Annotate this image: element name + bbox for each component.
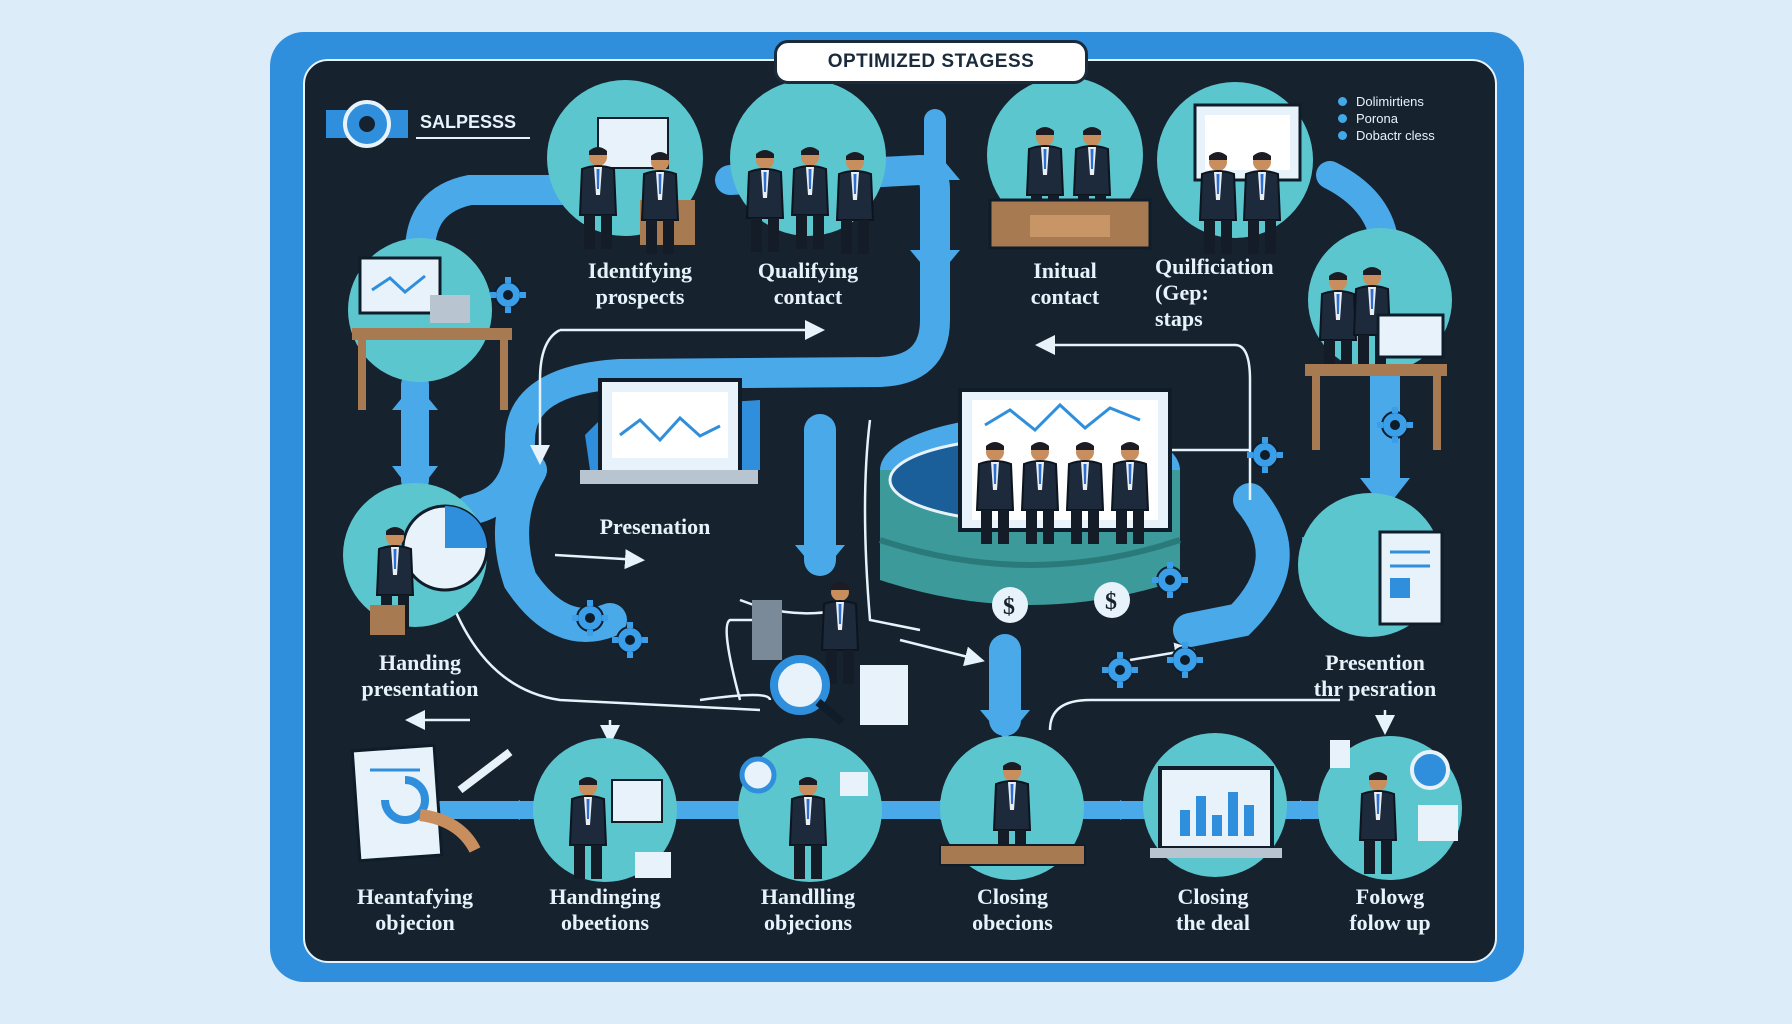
node-label-closing-obecions: Closing obecions	[972, 884, 1053, 935]
stage-circle-qualifying	[730, 80, 886, 255]
svg-text:$: $	[1105, 589, 1117, 615]
legend-bullet-icon	[1338, 97, 1347, 106]
legend-bullet-icon	[1338, 131, 1347, 140]
stage-circle-closing-obecions	[939, 736, 1086, 880]
node-label-folowg-folow-up: Folowg folow up	[1349, 884, 1431, 935]
node-label-initial-contact: Initual contact	[1030, 258, 1100, 309]
legend-text: Dobactr cless	[1356, 128, 1435, 143]
legend-item: Dobactr cless	[1338, 128, 1435, 143]
svg-text:$: $	[1003, 594, 1015, 620]
node-label-handing-presentation: Handing presentation	[361, 650, 479, 701]
node-label-presention-thr-pesration: Presention thr pesration	[1313, 650, 1437, 701]
node-label-handlling-objecions: Handlling objecions	[760, 884, 856, 935]
presentation-hub	[580, 378, 760, 484]
title-banner: OPTIMIZED STAGESS	[774, 40, 1088, 84]
stage-circle-handing-presentation	[343, 483, 489, 635]
node-label-closing-the-deal: Closing the deal	[1176, 884, 1250, 935]
brand-logo-icon	[326, 100, 530, 148]
connector-lines	[405, 320, 1395, 745]
stage-circle-identifying	[547, 80, 703, 255]
legend-bullet-icon	[1338, 114, 1347, 123]
stage-circle-presention-thr-pesration	[1298, 493, 1444, 637]
node-label-handinging-obeetions: Handinging obeetions	[549, 884, 661, 935]
stage-circle-handlling-objecions	[738, 738, 882, 882]
node-label-presentation: Presenation	[599, 514, 711, 539]
stage-desk-right	[1305, 228, 1452, 450]
node-label-identifying-prospects: Identifying prospects	[588, 258, 692, 309]
legend-text: Dolimirtiens	[1356, 94, 1424, 109]
central-meeting-platform: $ $	[879, 388, 1181, 623]
brand-label: SALPESSS	[420, 112, 517, 132]
page-title: OPTIMIZED STAGESS	[827, 51, 1035, 72]
node-label-qualifying-contact: Qualifying contact	[757, 258, 859, 309]
legend: Dolimirtiens Porona Dobactr cless	[1338, 94, 1435, 145]
stage-desk-left	[348, 238, 512, 410]
legend-text: Porona	[1356, 111, 1398, 126]
legend-item: Dolimirtiens	[1338, 94, 1435, 109]
node-label-qualification-steps: Quilficiation (Gep: staps	[1155, 254, 1274, 331]
legend-item: Porona	[1338, 111, 1435, 126]
node-label-heantafying-objecion: Heantafying objecion	[356, 884, 474, 935]
stage-circle-heantafying-objecion	[350, 743, 513, 863]
stage-center-presenter	[752, 581, 908, 726]
stage-circle-handinging-obeetions	[533, 738, 677, 882]
ribbon-arrowheads	[392, 150, 1410, 820]
stage-circle-qualification-steps	[1157, 82, 1313, 255]
stage-circle-closing-the-deal	[1143, 733, 1287, 877]
stage-circle-initial	[987, 77, 1152, 250]
stage-circle-folowg-folow-up	[1318, 736, 1462, 880]
